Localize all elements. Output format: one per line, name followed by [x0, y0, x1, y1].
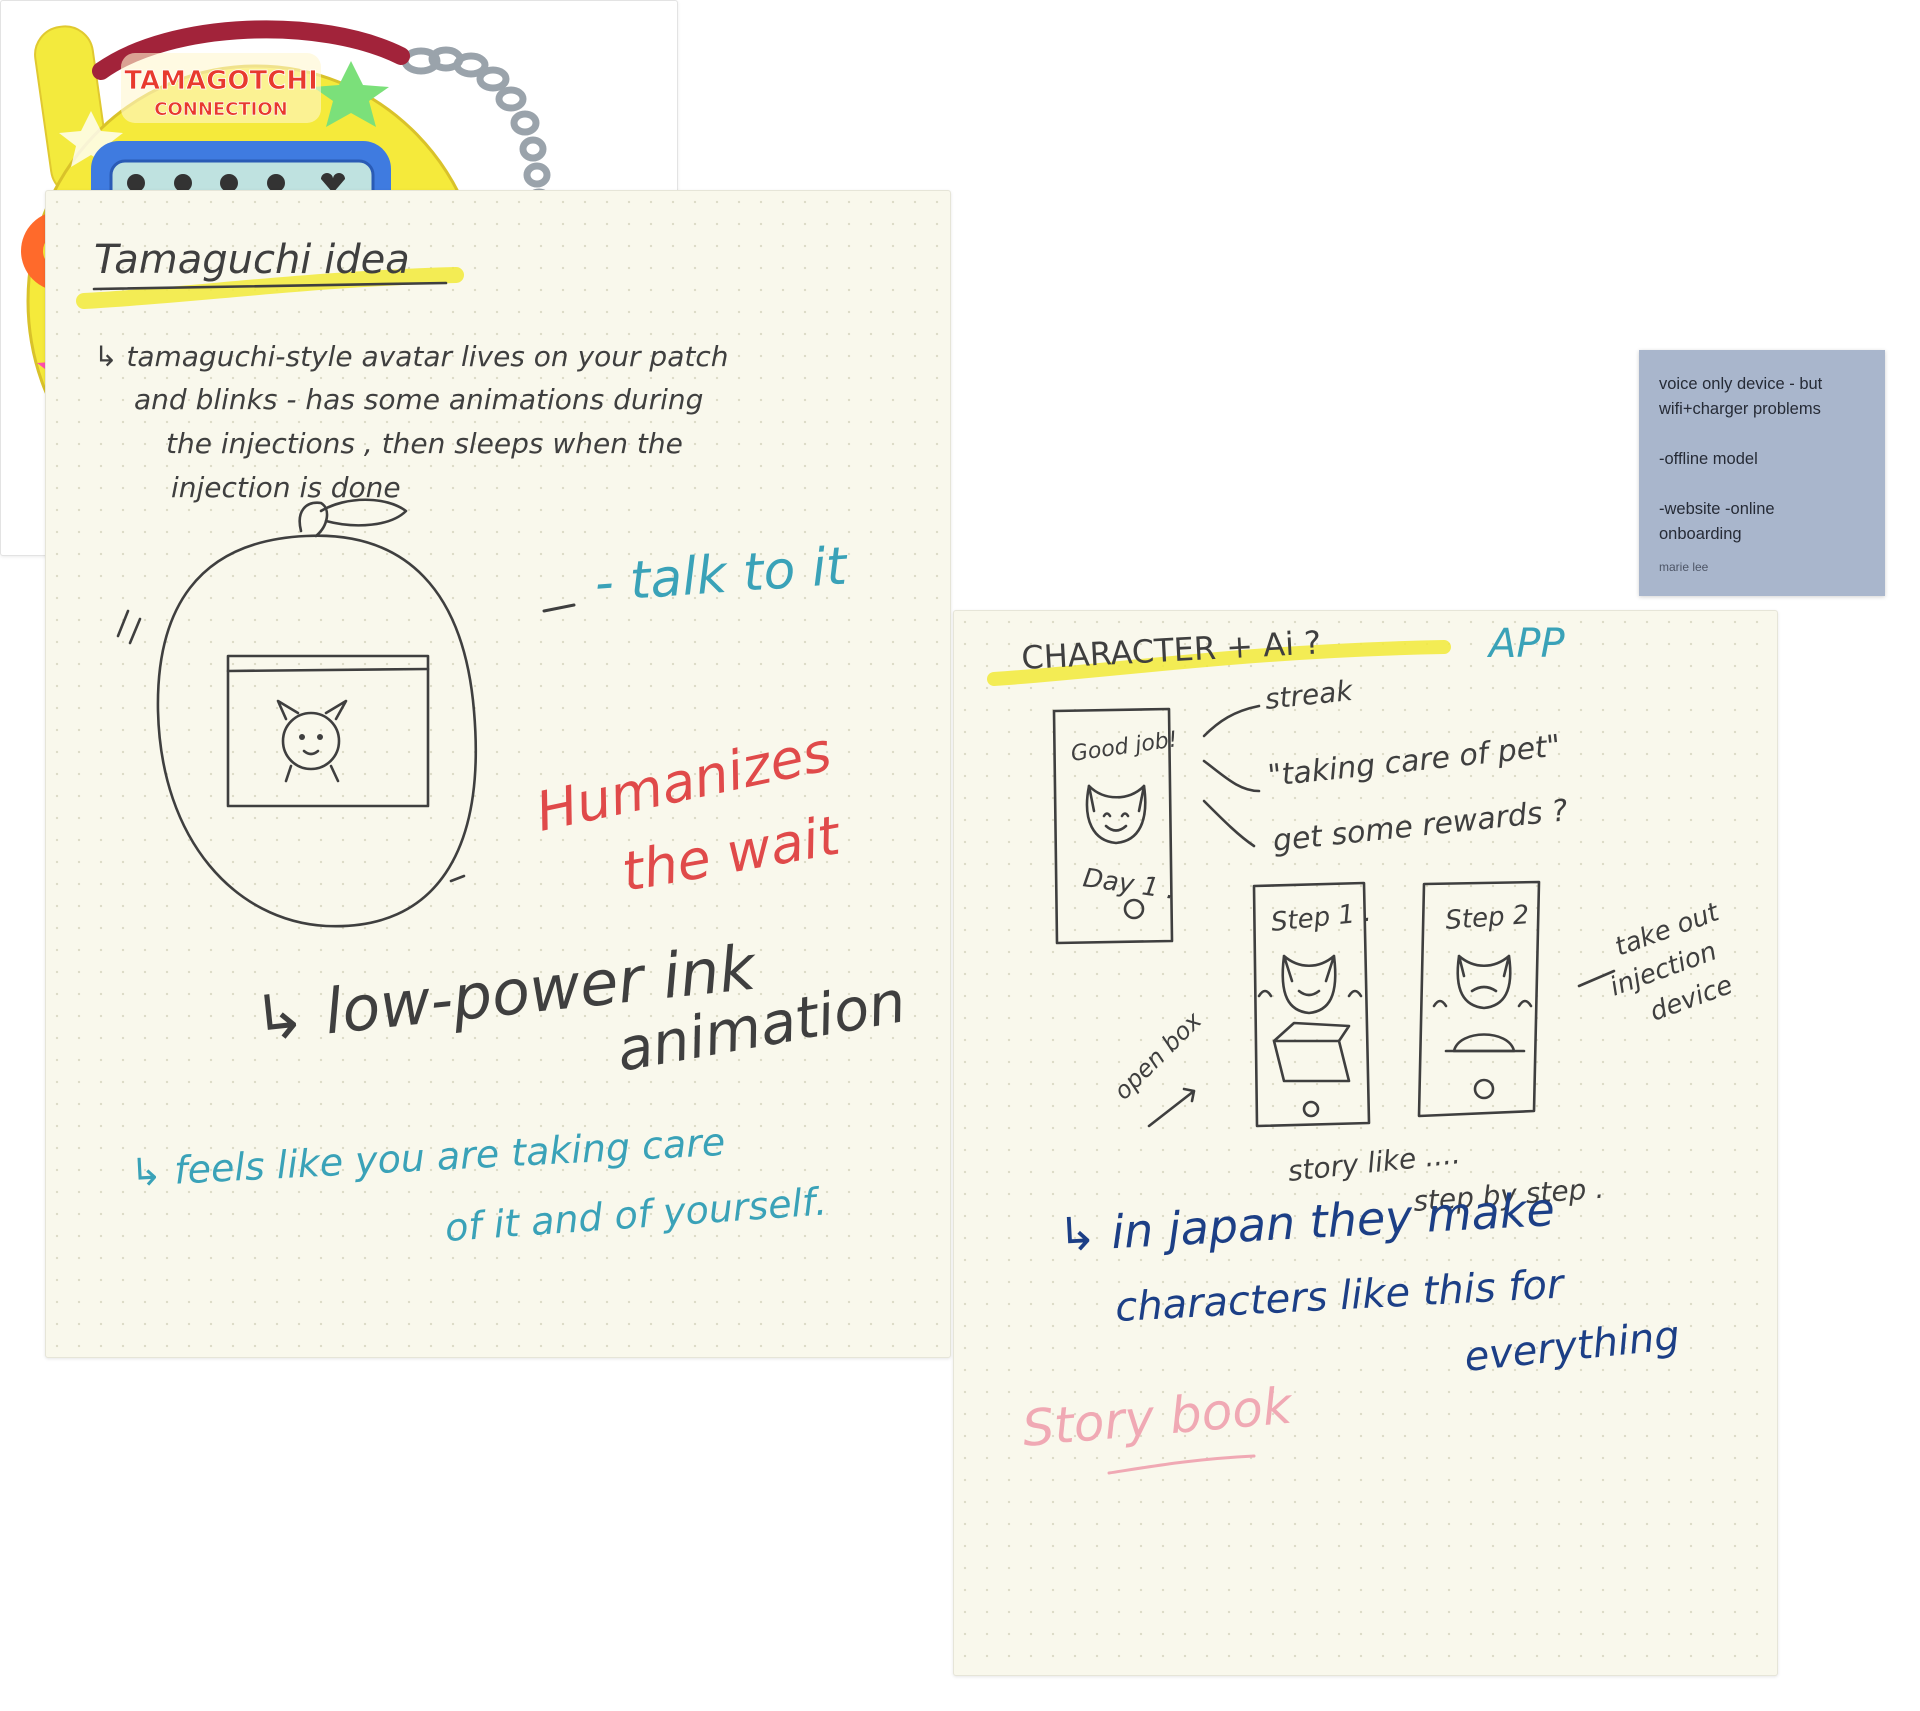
feels-line-2: of it and of yourself.: [444, 1179, 829, 1250]
svg-text:Good job!: Good job!: [1069, 727, 1179, 767]
japan-line-2: characters like this for: [1114, 1261, 1567, 1331]
sticky-line-2: wifi+charger problems: [1659, 400, 1821, 418]
sticky-line-1: voice only device - but: [1659, 375, 1823, 393]
story-like-text: story like ....: [1286, 1137, 1462, 1188]
talk-to-it: - talk to it: [593, 536, 850, 614]
app-label: APP: [1486, 621, 1565, 667]
storybook-text: Story book: [1020, 1376, 1296, 1457]
feels-line-1: ↳ feels like you are taking care: [129, 1120, 726, 1195]
handwriting-layer-right: CHARACTER + Ai ? APP Good job! Day 1 . s…: [987, 621, 1737, 1475]
sticky-line-6: -website -online: [1659, 500, 1775, 518]
phone-sketch-2: Step 1 .: [1252, 881, 1373, 1128]
sticky-note[interactable]: voice only device - but wifi+charger pro…: [1639, 350, 1885, 596]
pet-face-icon: [276, 699, 348, 783]
svg-text:CONNECTION: CONNECTION: [154, 99, 288, 120]
svg-text:Step 2: Step 2: [1444, 900, 1530, 936]
note-title: Tamaguchi idea: [94, 237, 410, 283]
tamagotchi-logo: TAMAGOTCHI CONNECTION: [121, 53, 321, 123]
japan-line-3: everything: [1462, 1313, 1682, 1381]
svg-text:TAMAGOTCHI: TAMAGOTCHI: [124, 66, 318, 96]
storybook-underline: [1107, 1454, 1256, 1475]
svg-text:Day 1 .: Day 1 .: [1081, 863, 1177, 906]
body-line-3: the injections , then sleeps when the: [166, 427, 683, 460]
cat-face-icon: [1085, 784, 1147, 845]
streak-text: streak: [1263, 674, 1355, 716]
body-line-1: ↳ tamaguchi-style avatar lives on your p…: [94, 340, 728, 373]
title-highlight-right: [987, 640, 1451, 686]
sticky-author: marie lee: [1659, 560, 1709, 574]
menu-icons-top: [127, 173, 345, 193]
body-line-2: and blinks - has some animations during: [134, 383, 703, 416]
sticky-line-4: -offline model: [1659, 450, 1758, 468]
svg-text:Step 1 .: Step 1 .: [1270, 898, 1373, 938]
japan-line-1: ↳ in japan they make: [1057, 1182, 1556, 1262]
handwriting-layer: Tamaguchi idea ↳ tamaguchi-style avatar …: [76, 237, 911, 1250]
note-card-character-ai[interactable]: CHARACTER + Ai ? APP Good job! Day 1 . s…: [953, 610, 1778, 1676]
phone-sketch-3: Step 2: [1417, 880, 1541, 1118]
talk-dash: [542, 603, 576, 613]
device-sketch: [116, 498, 478, 928]
rewards-text: get some rewards ?: [1271, 793, 1569, 859]
taking-care-text: "taking care of pet": [1266, 728, 1562, 794]
sticky-line-7: onboarding: [1659, 525, 1742, 543]
title-underline: [92, 281, 448, 291]
note-card-tamaguchi[interactable]: Tamaguchi idea ↳ tamaguchi-style avatar …: [45, 190, 951, 1358]
note-title-right: CHARACTER + Ai ?: [1020, 623, 1322, 677]
phone-sketch-1: Good job! Day 1 .: [1052, 707, 1179, 945]
